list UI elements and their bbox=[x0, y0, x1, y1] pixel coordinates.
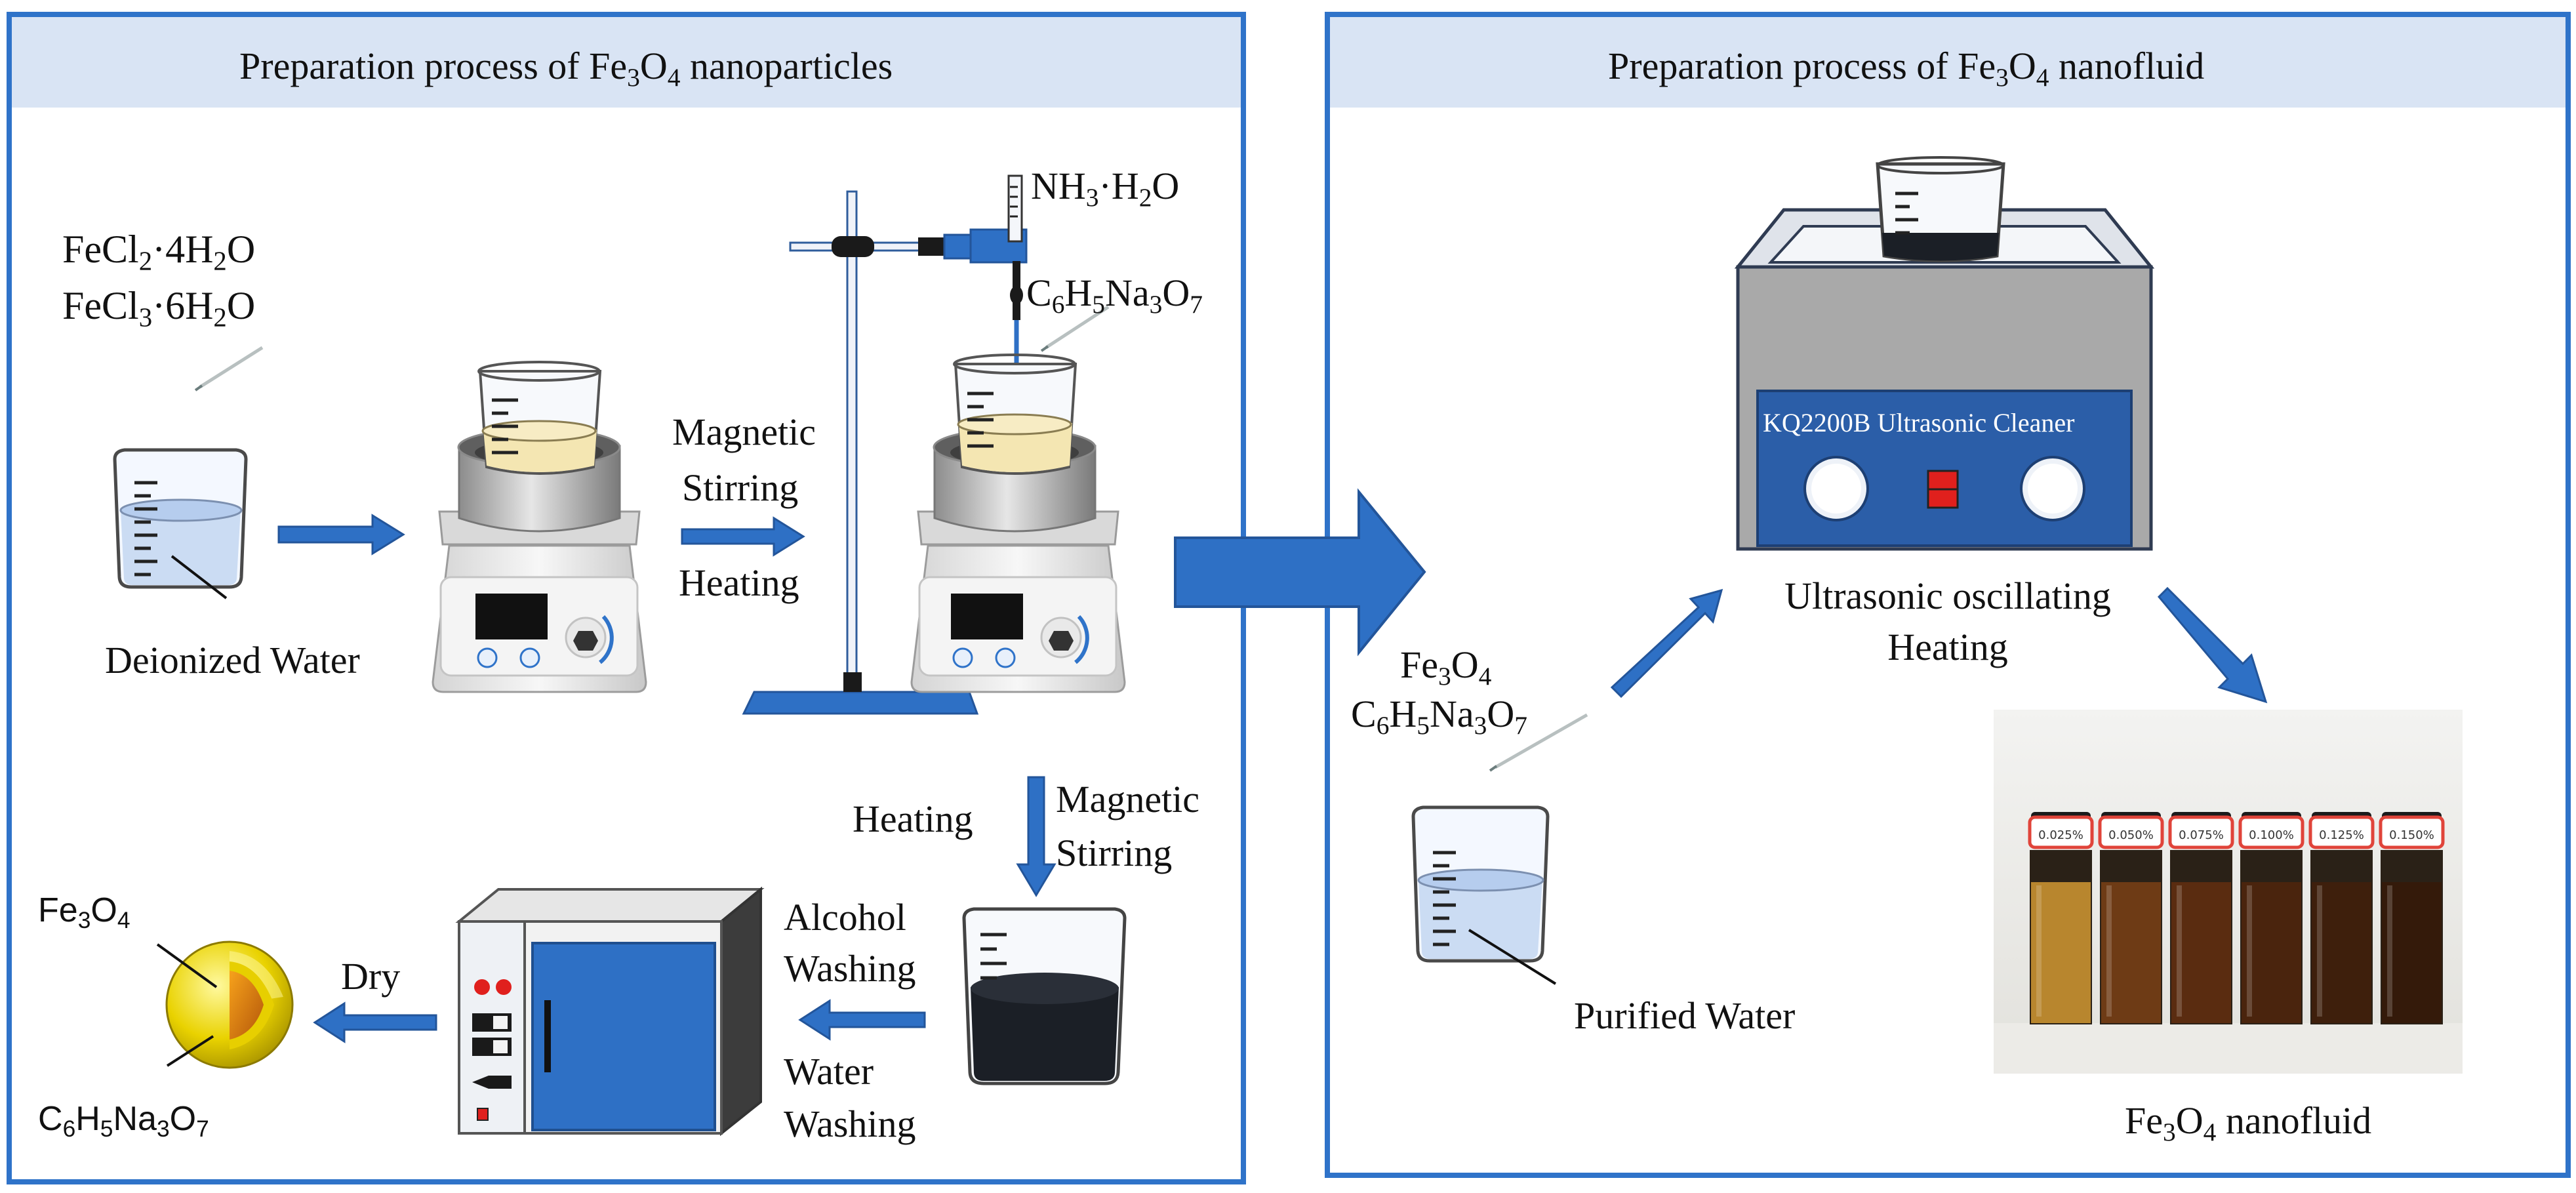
label-heating-2: Heating bbox=[853, 798, 973, 840]
pipette-fe3o4 bbox=[1489, 713, 1588, 772]
cleaner-label: KQ2200B Ultrasonic Cleaner bbox=[1763, 408, 2075, 437]
label-stirring-2: Stirring bbox=[1056, 832, 1173, 874]
right-panel-header: Preparation process of Fe3O4 nanofluid bbox=[1608, 45, 2205, 92]
label-stirring-1: Stirring bbox=[682, 466, 799, 509]
arrow-to-stirrer-1 bbox=[277, 514, 405, 556]
label-deionized-water: Deionized Water bbox=[105, 639, 360, 681]
label-ultrasonic-oscillating: Ultrasonic oscillating bbox=[1784, 575, 2111, 617]
vial: 0.050% bbox=[2098, 812, 2164, 1024]
arrow-panel-transition bbox=[1174, 488, 1426, 657]
label-heating-1: Heating bbox=[679, 561, 799, 604]
vial-label: 0.150% bbox=[2389, 828, 2434, 842]
arrow-to-stirrer-2 bbox=[681, 516, 805, 557]
vial: 0.100% bbox=[2238, 812, 2304, 1024]
vial: 0.025% bbox=[2028, 812, 2094, 1024]
arrow-to-nanofluid bbox=[2157, 586, 2268, 704]
beaker-deionized-water bbox=[113, 448, 248, 599]
reagent-fecl2: FeCl2·4H2O bbox=[62, 228, 256, 276]
magnetic-stirrer-1 bbox=[432, 361, 647, 693]
ultrasonic-cleaner bbox=[1734, 156, 2155, 551]
label-citrate-left: C6H5Na3O7 bbox=[1026, 272, 1203, 319]
vial-label: 0.100% bbox=[2249, 828, 2294, 842]
nanofluid-vials: 0.025% 0.050% 0.075% 0.100% 0.125% 0.150% bbox=[2028, 812, 2445, 1024]
label-magnetic-2: Magnetic bbox=[1056, 778, 1200, 820]
label-water: Water bbox=[784, 1050, 874, 1093]
arrow-to-particle bbox=[313, 1001, 437, 1043]
pipette-citrate bbox=[1040, 305, 1110, 352]
vial-label: 0.075% bbox=[2179, 828, 2224, 842]
label-citrate-right: C6H5Na3O7 bbox=[1351, 693, 1527, 740]
vial-label: 0.125% bbox=[2319, 828, 2364, 842]
core-shell-particle bbox=[156, 940, 294, 1069]
pipette-reagent-1 bbox=[194, 346, 264, 392]
left-panel-header: Preparation process of Fe3O4 nanoparticl… bbox=[239, 45, 893, 92]
label-purified-water: Purified Water bbox=[1574, 994, 1796, 1037]
beaker-black-product bbox=[962, 907, 1127, 1085]
label-nanofluid: Fe3O4 nanofluid bbox=[2125, 1099, 2372, 1147]
beaker-purified-water bbox=[1411, 805, 1557, 985]
magnetic-stirrer-2 bbox=[910, 354, 1126, 693]
vial: 0.150% bbox=[2379, 812, 2445, 1024]
vial: 0.075% bbox=[2168, 812, 2234, 1024]
vial-label: 0.050% bbox=[2108, 828, 2154, 842]
label-dry: Dry bbox=[341, 955, 401, 998]
arrow-down-to-beaker bbox=[1016, 776, 1057, 897]
arrow-to-oven bbox=[798, 999, 926, 1041]
drying-oven bbox=[455, 886, 765, 1137]
vial-label: 0.025% bbox=[2038, 828, 2083, 842]
ring-stand bbox=[742, 174, 1028, 715]
label-washing-1: Washing bbox=[784, 947, 916, 990]
label-magnetic-1: Magnetic bbox=[672, 411, 816, 453]
arrow-to-cleaner bbox=[1610, 588, 1723, 698]
label-washing-2: Washing bbox=[784, 1102, 916, 1145]
vial: 0.125% bbox=[2308, 812, 2375, 1024]
label-fe3o4-right: Fe3O4 bbox=[1400, 643, 1492, 691]
label-shell-citrate: C6H5Na3O7 bbox=[38, 1100, 209, 1142]
label-ammonia: NH3·H2O bbox=[1031, 165, 1180, 212]
label-alcohol: Alcohol bbox=[784, 896, 906, 939]
label-core-fe3o4: Fe3O4 bbox=[38, 891, 131, 933]
label-heating-3: Heating bbox=[1887, 626, 2008, 668]
reagent-fecl3: FeCl3·6H2O bbox=[62, 284, 256, 333]
